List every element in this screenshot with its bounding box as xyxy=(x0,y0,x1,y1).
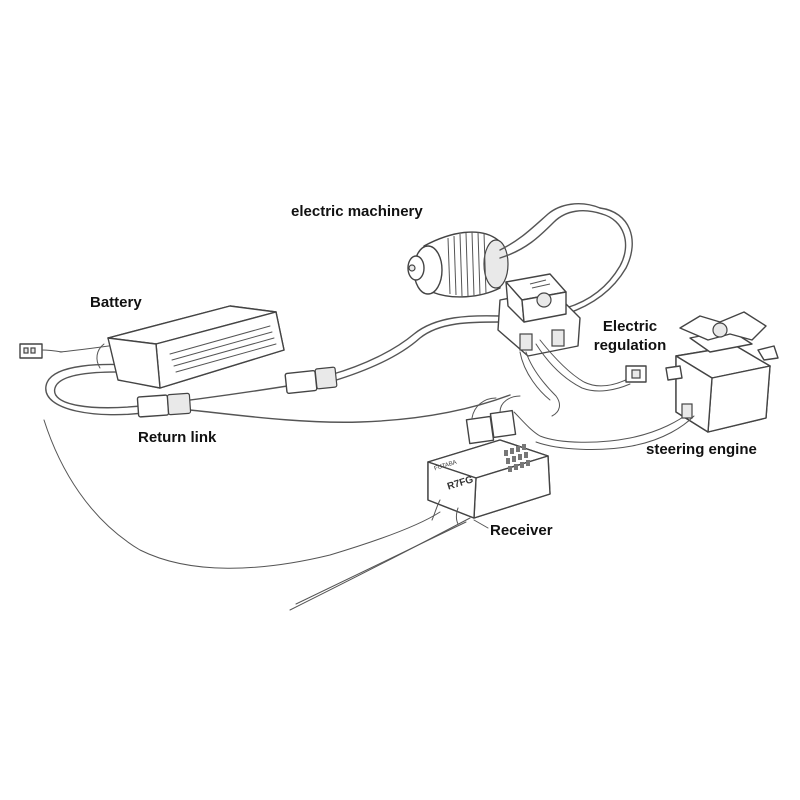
antenna-wire-left xyxy=(43,419,441,569)
motor-cable-loop xyxy=(565,207,633,315)
label-steering-engine: steering engine xyxy=(646,441,757,458)
receiver-plug-b xyxy=(489,409,517,439)
receiver-plug-a xyxy=(465,415,495,445)
power-cable-upper xyxy=(54,371,301,409)
receiver xyxy=(427,395,551,525)
antenna-wire-right xyxy=(289,517,471,611)
label-electric-regulation-line1: Electric xyxy=(602,318,658,335)
power-connector-b xyxy=(284,366,338,395)
leader-receiver xyxy=(473,519,489,529)
servo-connector xyxy=(681,403,693,419)
power-connector-a xyxy=(136,392,192,418)
battery-pack xyxy=(96,305,285,389)
esc-switch-lead xyxy=(539,339,631,387)
label-electric-machinery: electric machinery xyxy=(291,203,423,220)
label-electric-regulation: Electric regulation xyxy=(580,317,680,355)
label-return-link: Return link xyxy=(138,429,217,446)
power-cable-lower xyxy=(329,321,501,383)
servo xyxy=(665,311,779,433)
label-battery: Battery xyxy=(90,294,142,311)
esc-signal-lead xyxy=(525,351,560,417)
servo-lead xyxy=(513,411,691,443)
motor xyxy=(407,203,603,298)
label-electric-regulation-line2: regulation xyxy=(593,337,667,354)
label-receiver: Receiver xyxy=(490,522,553,539)
esc-unit xyxy=(497,273,581,357)
